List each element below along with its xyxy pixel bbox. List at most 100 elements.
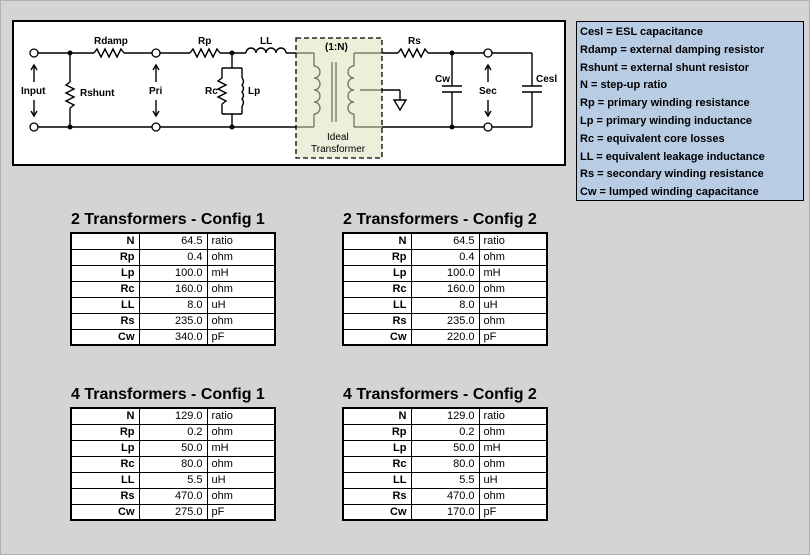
param-value-cell[interactable]: 50.0 — [138, 439, 208, 457]
label-ratio: (1:N) — [325, 42, 348, 53]
param-value-cell[interactable]: 160.0 — [138, 280, 208, 298]
param-unit: ohm — [206, 280, 276, 298]
param-name: Lp — [342, 439, 412, 457]
param-name: Rs — [70, 487, 140, 505]
param-name: LL — [70, 471, 140, 489]
param-value-cell[interactable]: 8.0 — [410, 296, 480, 314]
param-unit: ratio — [206, 407, 276, 425]
param-value-cell[interactable]: 0.2 — [410, 423, 480, 441]
param-value-cell[interactable]: 100.0 — [138, 264, 208, 282]
param-unit: mH — [478, 439, 548, 457]
param-value-cell[interactable]: 340.0 — [138, 328, 208, 346]
param-unit: ratio — [478, 407, 548, 425]
param-value-cell[interactable]: 129.0 — [138, 407, 208, 425]
param-name: LL — [342, 296, 412, 314]
legend-item-rc: Rc = equivalent core losses — [580, 132, 725, 145]
param-name: Rs — [342, 487, 412, 505]
param-value-cell[interactable]: 275.0 — [138, 503, 208, 521]
label-rshunt: Rshunt — [80, 88, 115, 99]
param-unit: ohm — [206, 423, 276, 441]
param-unit: mH — [206, 439, 276, 457]
param-name: Rp — [70, 248, 140, 266]
param-name: Rp — [342, 248, 412, 266]
param-value-cell[interactable]: 470.0 — [410, 487, 480, 505]
param-value-cell[interactable]: 64.5 — [138, 232, 208, 250]
param-unit: ratio — [478, 232, 548, 250]
param-value-cell[interactable]: 80.0 — [138, 455, 208, 473]
legend-item-ll: LL = equivalent leakage inductance — [580, 150, 765, 163]
param-name: Cw — [70, 328, 140, 346]
legend-item-lp: Lp = primary winding inductance — [580, 114, 753, 127]
param-unit: ohm — [478, 487, 548, 505]
label-pri: Pri — [149, 86, 163, 97]
legend-item-cw: Cw = lumped winding capacitance — [580, 186, 759, 199]
param-value-cell[interactable]: 50.0 — [410, 439, 480, 457]
param-name: LL — [70, 296, 140, 314]
param-name: N — [70, 232, 140, 250]
param-unit: ohm — [478, 248, 548, 266]
table-title-2t-config1: 2 Transformers - Config 1 — [71, 211, 265, 228]
param-unit: ohm — [478, 455, 548, 473]
table-title-4t-config1: 4 Transformers - Config 1 — [71, 386, 265, 403]
param-name: N — [70, 407, 140, 425]
param-unit: ohm — [478, 423, 548, 441]
param-value-cell[interactable]: 470.0 — [138, 487, 208, 505]
param-unit: pF — [206, 328, 276, 346]
label-transformer: Transformer — [311, 144, 366, 155]
param-name: Rc — [70, 280, 140, 298]
label-ll: LL — [260, 36, 272, 47]
param-value-cell[interactable]: 160.0 — [410, 280, 480, 298]
param-value-cell[interactable]: 8.0 — [138, 296, 208, 314]
param-value-cell[interactable]: 0.2 — [138, 423, 208, 441]
param-name: Rc — [342, 280, 412, 298]
param-name: Cw — [342, 503, 412, 521]
param-name: N — [342, 232, 412, 250]
param-unit: ohm — [206, 312, 276, 330]
param-unit: uH — [206, 296, 276, 314]
legend-item-rp: Rp = primary winding resistance — [580, 97, 750, 110]
param-value-cell[interactable]: 5.5 — [410, 471, 480, 489]
circuit-schematic: Rdamp Rshunt Input Pri Rp LL Rc Lp (1:N)… — [21, 36, 557, 159]
param-value-cell[interactable]: 64.5 — [410, 232, 480, 250]
label-sec: Sec — [479, 86, 497, 97]
param-value-cell[interactable]: 5.5 — [138, 471, 208, 489]
param-value-cell[interactable]: 0.4 — [138, 248, 208, 266]
param-value-cell[interactable]: 235.0 — [410, 312, 480, 330]
legend-item-rs: Rs = secondary winding resistance — [580, 168, 764, 181]
param-value-cell[interactable]: 220.0 — [410, 328, 480, 346]
param-value-cell[interactable]: 100.0 — [410, 264, 480, 282]
legend-item-n: N = step-up ratio — [580, 79, 668, 92]
param-name: Rp — [342, 423, 412, 441]
param-unit: uH — [206, 471, 276, 489]
param-unit: ohm — [478, 280, 548, 298]
param-value-cell[interactable]: 80.0 — [410, 455, 480, 473]
legend-item-rdamp: Rdamp = external damping resistor — [580, 43, 765, 56]
param-name: LL — [342, 471, 412, 489]
label-ideal: Ideal — [327, 132, 349, 143]
param-value-cell[interactable]: 235.0 — [138, 312, 208, 330]
param-value-cell[interactable]: 170.0 — [410, 503, 480, 521]
param-name: Cw — [342, 328, 412, 346]
param-value-cell[interactable]: 0.4 — [410, 248, 480, 266]
param-value-cell[interactable]: 129.0 — [410, 407, 480, 425]
param-name: Rp — [70, 423, 140, 441]
param-unit: uH — [478, 471, 548, 489]
ideal-transformer-box — [295, 37, 383, 159]
param-name: Rs — [342, 312, 412, 330]
